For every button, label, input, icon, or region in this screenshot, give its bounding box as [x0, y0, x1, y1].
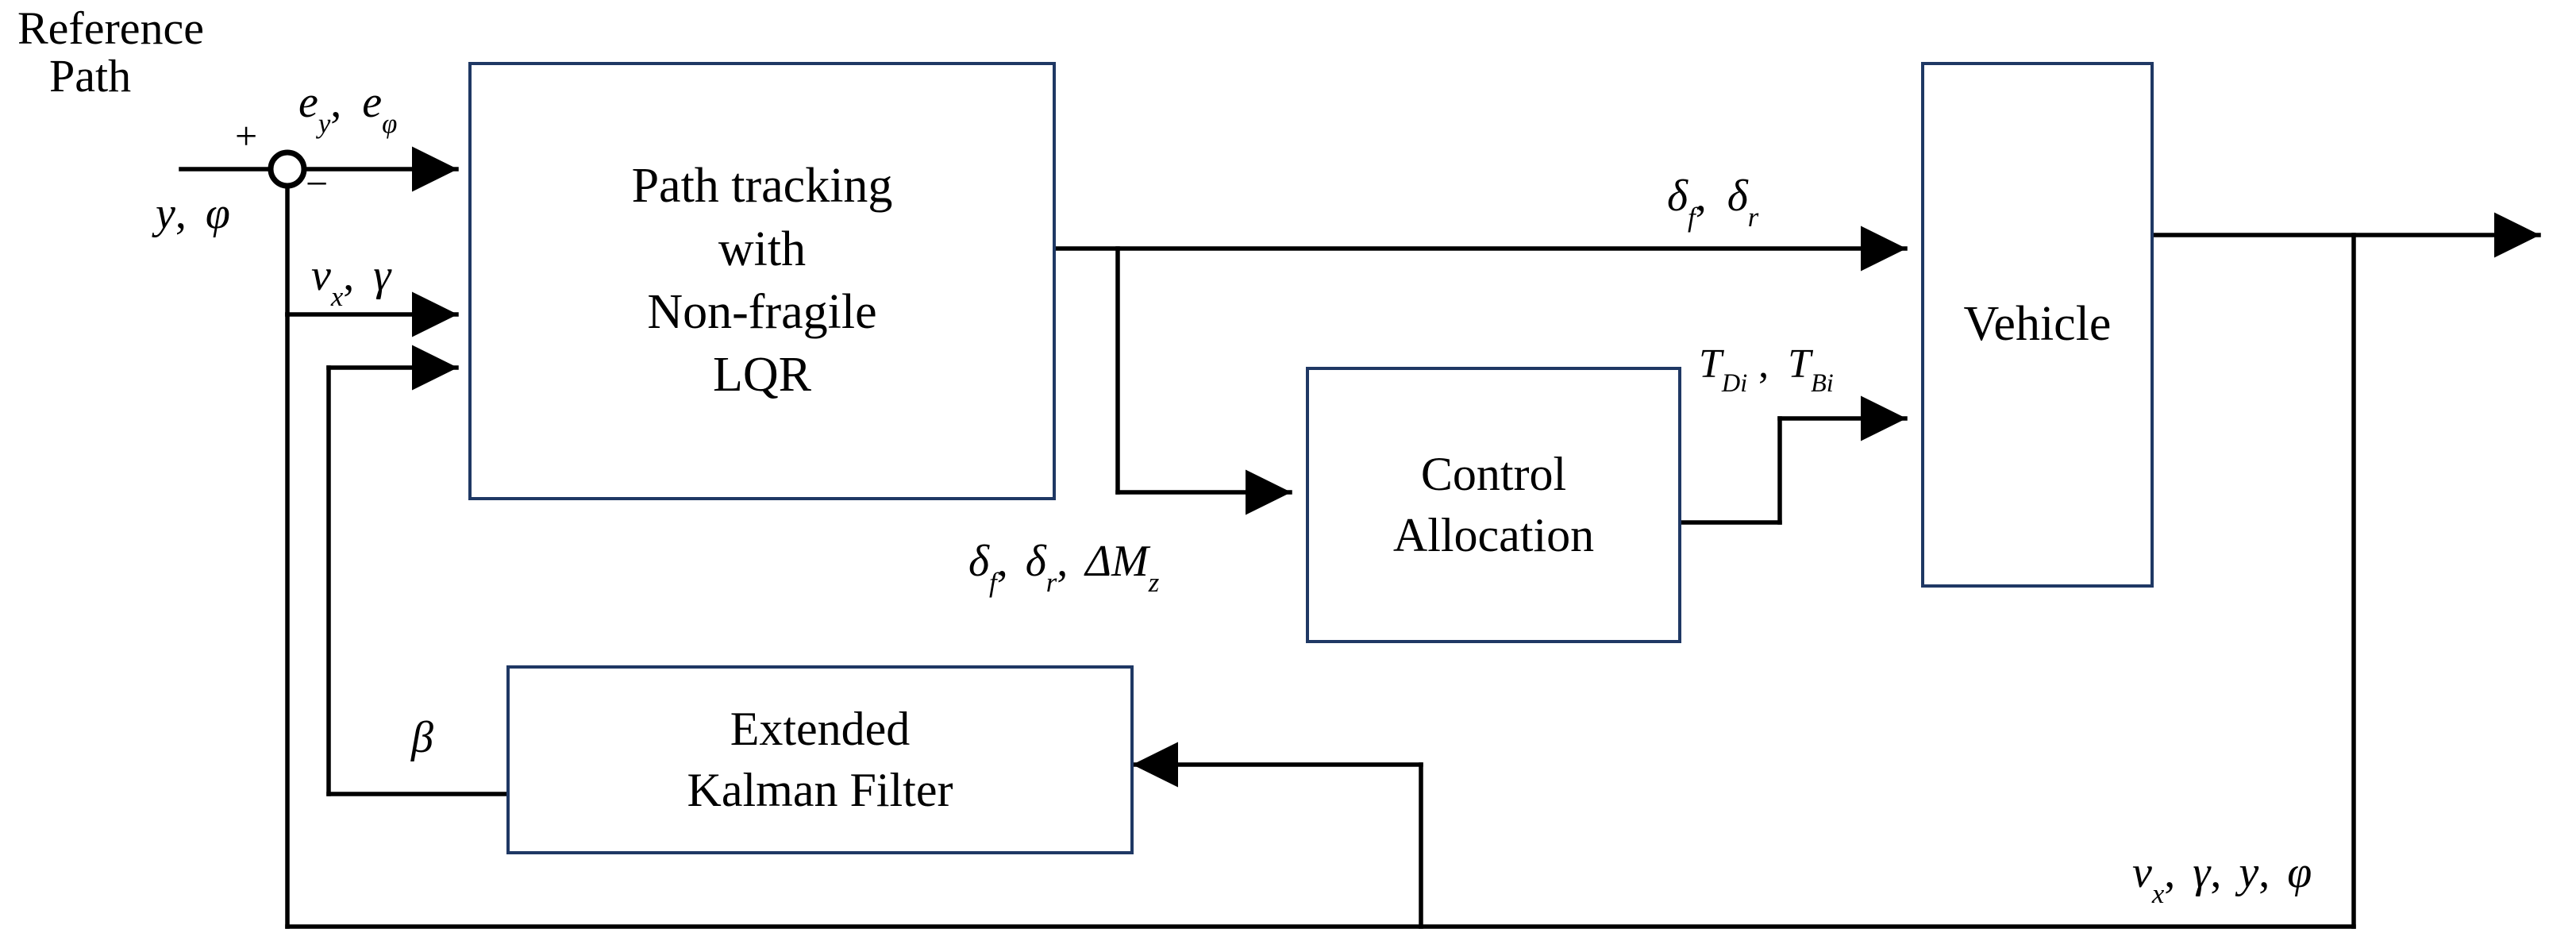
summing-junction: [268, 149, 307, 189]
label-vehicle-feedback-states: vx,γ,y,φ: [2132, 848, 2312, 908]
block-vehicle-line-1: Vehicle: [1963, 297, 2112, 352]
block-vehicle[interactable]: Vehicle: [1921, 62, 2154, 588]
label-sum-plus: +: [235, 114, 258, 158]
label-state-vx-gamma: vx, γ: [311, 251, 391, 311]
label-reference-path-line-2: Path: [49, 50, 132, 102]
label-vx-symbol: v: [311, 251, 331, 300]
label-delta-mz-symbol: ΔM: [1085, 537, 1149, 586]
label-feedback-comma-1: ,: [2164, 848, 2176, 897]
label-steer-delta-f-subscript: f: [1688, 201, 1696, 233]
label-feedback-phi-symbol: φ: [2287, 848, 2312, 897]
label-state-comma: ,: [343, 251, 355, 300]
label-delta-mz-subscript: z: [1148, 566, 1160, 598]
label-T-Bi-subscript: Bi: [1811, 368, 1834, 398]
label-measured-y-phi: y, φ: [156, 191, 230, 237]
label-ctrl-comma-2: ,: [1057, 537, 1069, 586]
block-control-allocation-line-2: Allocation: [1392, 509, 1595, 561]
label-feedback-vx-subscript: x: [2151, 877, 2165, 909]
block-ekf-line-1: Extended: [730, 703, 911, 756]
label-ctrl-comma-1: ,: [996, 537, 1008, 586]
block-control-allocation-line-1: Control: [1420, 448, 1567, 501]
label-feedback-gamma-symbol: γ: [2193, 848, 2211, 897]
label-feedback-vx-symbol: v: [2132, 848, 2152, 897]
label-delta-r-symbol: δ: [1025, 537, 1046, 586]
block-path-tracking[interactable]: Path tracking with Non-fragile LQR: [468, 62, 1056, 500]
label-error-comma: ,: [330, 78, 342, 127]
label-e-y-subscript: y: [318, 107, 331, 139]
label-e-phi-subscript: φ: [382, 107, 398, 139]
label-T-Bi-symbol: T: [1788, 341, 1812, 387]
label-feedback-comma-2: ,: [2210, 848, 2222, 897]
block-path-tracking-line-4: LQR: [713, 348, 811, 403]
label-delta-f-subscript: f: [989, 566, 997, 598]
block-ekf-line-2: Kalman Filter: [687, 764, 953, 816]
label-control-allocation-inputs: δf,δr,ΔMz: [968, 537, 1159, 597]
label-steer-delta-r-subscript: r: [1747, 201, 1759, 233]
label-measured-y-symbol: y: [156, 189, 175, 238]
block-path-tracking-line-2: with: [718, 222, 807, 276]
label-T-Di-symbol: T: [1699, 341, 1722, 387]
label-feedback-y-symbol: y: [2239, 848, 2259, 897]
label-e-phi-symbol: e: [362, 78, 383, 127]
label-wheel-torques: TDi,TBi: [1699, 341, 1834, 396]
label-torque-comma: ,: [1758, 341, 1769, 387]
label-error-signals: ey,eφ: [298, 78, 397, 138]
label-feedback-comma-3: ,: [2258, 848, 2270, 897]
block-path-tracking-line-1: Path tracking: [631, 159, 893, 214]
label-delta-r-subscript: r: [1045, 566, 1057, 598]
label-measured-comma: ,: [175, 189, 187, 238]
label-reference-path-line-1: Reference: [17, 2, 205, 54]
label-measured-phi-symbol: φ: [205, 189, 230, 238]
label-sum-minus: −: [306, 161, 329, 206]
label-steering-angles: δf,δr: [1667, 172, 1758, 232]
block-extended-kalman-filter[interactable]: Extended Kalman Filter: [506, 665, 1134, 854]
label-sideslip-beta: β: [411, 713, 433, 762]
label-T-Di-subscript: Di: [1721, 368, 1748, 398]
label-delta-f-symbol: δ: [968, 537, 990, 586]
label-vx-subscript: x: [330, 280, 344, 312]
label-steer-comma: ,: [1695, 172, 1707, 221]
label-e-y-symbol: e: [298, 78, 318, 127]
label-steer-delta-r-symbol: δ: [1727, 172, 1748, 221]
label-gamma-symbol: γ: [373, 251, 391, 300]
label-steer-delta-f-symbol: δ: [1667, 172, 1688, 221]
block-control-allocation[interactable]: Control Allocation: [1306, 367, 1681, 643]
block-path-tracking-line-3: Non-fragile: [647, 285, 877, 339]
